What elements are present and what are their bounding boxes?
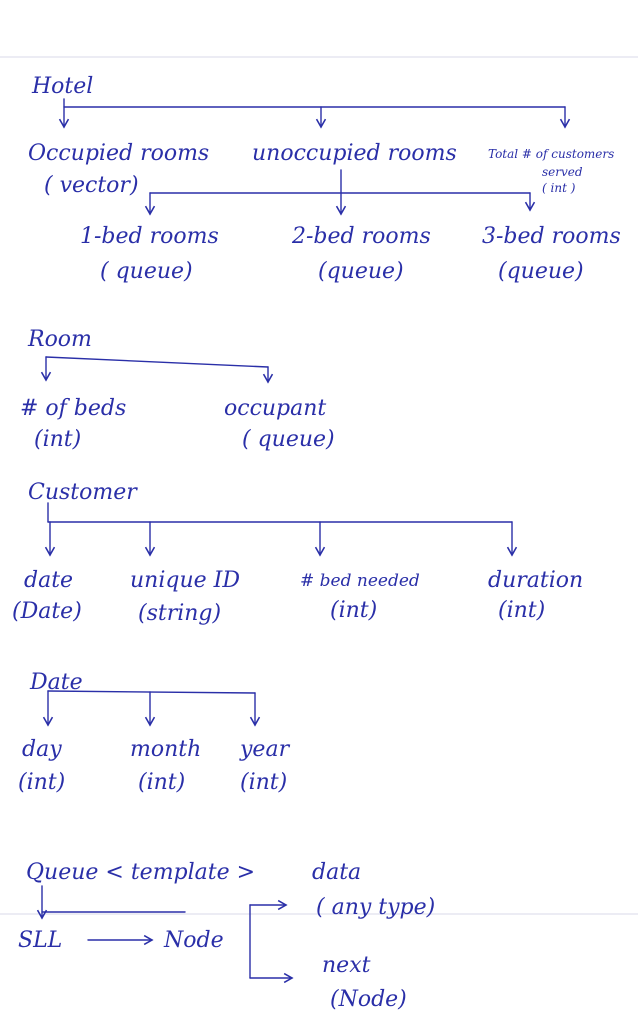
bed-needed-type: (int) — [330, 598, 377, 623]
duration-type: (int) — [498, 598, 545, 623]
year-type: (int) — [240, 770, 287, 795]
duration-label: duration — [488, 568, 583, 593]
date-field-type: (Date) — [12, 599, 82, 624]
unoccupied-connectors — [144, 169, 536, 216]
unique-id-label: unique ID — [130, 568, 240, 593]
day-type: (int) — [18, 770, 65, 795]
month-type: (int) — [138, 770, 185, 795]
day-label: day — [22, 737, 62, 762]
node-label: Node — [163, 928, 224, 953]
data-field-type: ( any type) — [316, 895, 435, 920]
date-field-label: date — [24, 568, 73, 593]
room-title: Room — [27, 327, 92, 352]
three-bed-rooms-label: 3-bed rooms — [482, 224, 621, 249]
customer-title: Customer — [28, 480, 138, 505]
queue-title: Queue < template > — [26, 860, 255, 885]
room-connectors — [40, 356, 274, 384]
occupied-rooms-type: ( vector) — [44, 173, 139, 198]
two-bed-rooms-label: 2-bed rooms — [291, 224, 431, 249]
sll-label: SLL — [18, 928, 62, 953]
next-field-type: (Node) — [330, 987, 407, 1012]
hotel-connectors — [58, 98, 571, 129]
date-connectors — [42, 690, 261, 727]
one-bed-rooms-type: ( queue) — [100, 259, 193, 284]
total-customers-line2: served — [542, 165, 583, 179]
total-customers-line1: Total # of customers — [488, 147, 614, 161]
year-label: year — [239, 737, 291, 762]
num-beds-type: (int) — [34, 427, 81, 452]
occupant-label: occupant — [224, 396, 326, 421]
bed-needed-label: # bed needed — [300, 571, 420, 591]
occupant-type: ( queue) — [242, 427, 335, 452]
occupied-rooms-label: Occupied rooms — [28, 141, 209, 166]
month-label: month — [130, 737, 201, 762]
one-bed-rooms-label: 1-bed rooms — [80, 224, 219, 249]
num-beds-label: # of beds — [20, 396, 126, 421]
unique-id-type: (string) — [138, 601, 221, 626]
queue-connectors — [36, 885, 294, 984]
unoccupied-rooms-label: unoccupied rooms — [252, 141, 457, 166]
next-field-label: next — [322, 953, 371, 978]
customer-connectors — [44, 502, 518, 557]
three-bed-rooms-type: (queue) — [498, 259, 584, 284]
data-field-label: data — [312, 860, 361, 885]
total-customers-line3: ( int ) — [542, 181, 576, 195]
two-bed-rooms-type: (queue) — [318, 259, 404, 284]
hotel-title: Hotel — [31, 74, 93, 99]
